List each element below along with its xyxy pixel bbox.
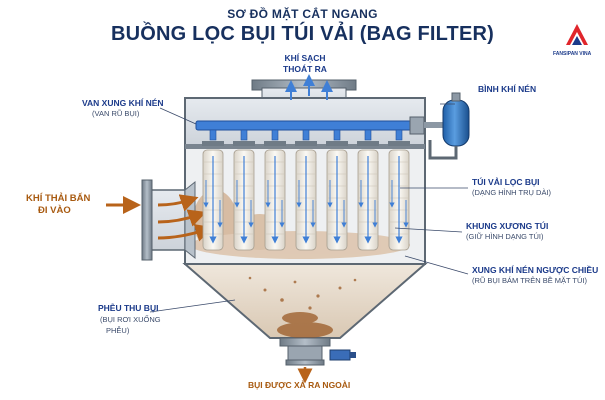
reverse-pulse-note: (RŨ BỤI BÁM TRÊN BỀ MẶT TÚI) bbox=[472, 276, 588, 285]
compressed-air-tank bbox=[424, 92, 470, 160]
bag-collar bbox=[357, 141, 379, 146]
bag-collar bbox=[264, 141, 286, 146]
pulse-valve-note: (VAN RŨ BỤI) bbox=[92, 109, 140, 118]
bag-collar bbox=[388, 141, 410, 146]
filter-bag bbox=[357, 149, 379, 251]
clean-air-arrows bbox=[285, 74, 333, 100]
dirty-air-inlet bbox=[141, 179, 196, 261]
leader-lines bbox=[149, 103, 469, 313]
pulse-nozzles bbox=[202, 129, 410, 146]
pulse-nozzle bbox=[395, 129, 403, 141]
diagram-subtitle: SƠ ĐỒ MẶT CẮT NGANG bbox=[227, 7, 378, 21]
bag-collar bbox=[233, 141, 255, 146]
pulse-nozzle bbox=[271, 129, 279, 141]
clean-air-label-line1: KHÍ SẠCH bbox=[284, 53, 326, 63]
dirty-air-label-line2: ĐI VÀO bbox=[38, 205, 71, 216]
hopper-label: PHỄU THU BỤI bbox=[98, 303, 159, 313]
diagram-title: BUỒNG LỌC BỤI TÚI VẢI (BAG FILTER) bbox=[110, 23, 495, 45]
pulse-nozzle bbox=[240, 129, 248, 141]
pulse-valve-label: VAN XUNG KHÍ NÉN bbox=[82, 98, 164, 108]
pulse-nozzle bbox=[333, 129, 341, 141]
dust-out-label: BỤI ĐƯỢC XẢ RA NGOÀI bbox=[248, 380, 351, 390]
mountain-logo-icon bbox=[566, 24, 588, 45]
dirty-air-label-line1: KHÍ THẢI BẨN bbox=[26, 193, 91, 204]
filter-bag-note: (DẠNG HÌNH TRỤ DÀI) bbox=[472, 188, 552, 197]
filter-bag bbox=[388, 149, 410, 251]
collected-dust bbox=[248, 276, 357, 338]
filter-bag bbox=[264, 149, 286, 251]
reverse-pulse-label: XUNG KHÍ NÉN NGƯỢC CHIỀU bbox=[472, 265, 599, 275]
cage-note: (GIỮ HÌNH DẠNG TÚI) bbox=[466, 232, 544, 241]
hopper-note-line2: PHỄU) bbox=[106, 326, 130, 335]
filter-bag-label: TÚI VẢI LỌC BỤI bbox=[472, 177, 540, 187]
air-tank-label: BÌNH KHÍ NÉN bbox=[478, 84, 537, 94]
rotary-discharge-valve bbox=[279, 337, 356, 366]
filter-bag bbox=[326, 149, 348, 251]
pulse-nozzle bbox=[364, 129, 372, 141]
dirty-air-arrows bbox=[106, 194, 214, 242]
filter-bags bbox=[202, 149, 410, 251]
dust-hopper bbox=[182, 263, 428, 339]
cage-label: KHUNG XƯƠNG TÚI bbox=[466, 221, 549, 231]
clean-air-label-line2: THOÁT RA bbox=[283, 64, 327, 74]
filter-bag bbox=[202, 149, 224, 251]
hopper-note-line1: (BỤI RƠI XUỐNG bbox=[100, 315, 161, 324]
bag-collar bbox=[295, 141, 317, 146]
filter-bag bbox=[295, 149, 317, 251]
tube-sheet bbox=[185, 144, 425, 149]
bag-collar bbox=[326, 141, 348, 146]
pulse-nozzle bbox=[209, 129, 217, 141]
brand-name: FANSIPAN VINA bbox=[553, 51, 592, 57]
bag-collar bbox=[202, 141, 224, 146]
filter-bag bbox=[233, 149, 255, 251]
pulse-nozzle bbox=[302, 129, 310, 141]
